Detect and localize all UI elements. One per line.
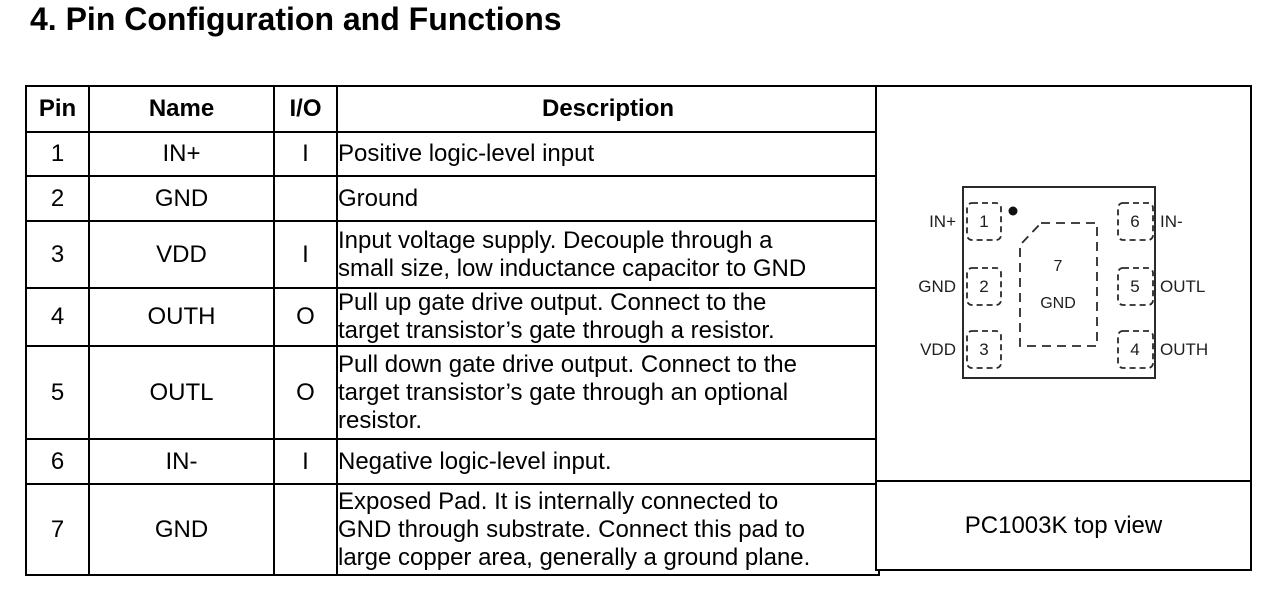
pin-signal-label: OUTH — [1160, 340, 1208, 359]
pin-io: I — [273, 131, 338, 177]
pin-description: Negative logic-level input. — [336, 438, 880, 485]
pin-description: Positive logic-level input — [336, 131, 880, 177]
pin-io — [273, 483, 338, 576]
chip-top-view-drawing: 1 2 3 6 5 4 IN+ GND VDD IN- OUTL OUTH 7 … — [918, 186, 1208, 379]
pin-name: OUTL — [88, 345, 275, 440]
pin1-indicator-dot — [1008, 206, 1018, 216]
pin-number: 2 — [25, 175, 90, 222]
pin-number-label: 6 — [1130, 212, 1139, 231]
pin-pad-1 — [966, 202, 1002, 241]
col-header-pin: Pin — [25, 85, 90, 133]
table-row: 7 GND Exposed Pad. It is internally conn… — [25, 483, 880, 576]
pin-signal-label: IN+ — [929, 212, 956, 231]
pin-name: GND — [88, 175, 275, 222]
exposed-pad-number: 7 — [1054, 258, 1063, 275]
pin-pad-6 — [1117, 202, 1154, 241]
table-row: 1 IN+ I Positive logic-level input — [25, 131, 880, 177]
table-row: 3 VDD I Input voltage supply. Decouple t… — [25, 220, 880, 289]
pin-pad-3 — [966, 330, 1002, 369]
table-header-row: Pin Name I/O Description — [25, 85, 880, 133]
table-row: 4 OUTH O Pull up gate drive output. Conn… — [25, 287, 880, 347]
chip-outline — [962, 186, 1156, 379]
pin-name: GND — [88, 483, 275, 576]
diagram-caption: PC1003K top view — [964, 511, 1163, 539]
pin-number: 3 — [25, 220, 90, 289]
pin-number-label: 3 — [979, 340, 988, 359]
pin-io — [273, 175, 338, 222]
pin-number: 5 — [25, 345, 90, 440]
pin-diagram-panel: 1 2 3 6 5 4 IN+ GND VDD IN- OUTL OUTH 7 … — [875, 85, 1252, 571]
pin-signal-label: VDD — [920, 340, 956, 359]
pin-name: IN+ — [88, 131, 275, 177]
pin-description: Ground — [336, 175, 880, 222]
pin-pad-5 — [1117, 267, 1154, 306]
pin-number-label: 2 — [979, 277, 988, 296]
table-row: 6 IN- I Negative logic-level input. — [25, 438, 880, 485]
exposed-pad-outline — [1019, 222, 1098, 347]
pin-signal-label: IN- — [1160, 212, 1183, 231]
pin-number: 6 — [25, 438, 90, 485]
pin-io: O — [273, 345, 338, 440]
page-title: 4. Pin Configuration and Functions — [30, 1, 562, 37]
pin-number-label: 1 — [979, 212, 988, 231]
pin-name: VDD — [88, 220, 275, 289]
col-header-name: Name — [88, 85, 275, 133]
pin-description: Input voltage supply. Decouple through a… — [336, 220, 880, 289]
pin-number-label: 5 — [1130, 277, 1139, 296]
chip-diagram: 1 2 3 6 5 4 IN+ GND VDD IN- OUTL OUTH 7 … — [877, 87, 1250, 480]
pin-number: 7 — [25, 483, 90, 576]
table-row: 5 OUTL O Pull down gate drive output. Co… — [25, 345, 880, 440]
pin-signal-label: GND — [918, 277, 956, 296]
exposed-pad-label: GND — [1040, 295, 1076, 312]
col-header-io: I/O — [273, 85, 338, 133]
pin-pad-2 — [966, 267, 1002, 306]
pin-number-label: 4 — [1130, 340, 1139, 359]
pin-io: I — [273, 438, 338, 485]
pin-name: OUTH — [88, 287, 275, 347]
col-header-description: Description — [336, 85, 880, 133]
pin-io: I — [273, 220, 338, 289]
pin-description: Pull up gate drive output. Connect to th… — [336, 287, 880, 347]
pin-signal-label: OUTL — [1160, 277, 1205, 296]
pin-number: 1 — [25, 131, 90, 177]
pin-pad-4 — [1117, 330, 1154, 369]
pin-number: 4 — [25, 287, 90, 347]
table-row: 2 GND Ground — [25, 175, 880, 222]
pin-description: Exposed Pad. It is internally connected … — [336, 483, 880, 576]
pin-description: Pull down gate drive output. Connect to … — [336, 345, 880, 440]
pin-function-table: Pin Name I/O Description 1 IN+ I Positiv… — [25, 85, 880, 576]
diagram-caption-cell: PC1003K top view — [877, 480, 1250, 569]
pin-io: O — [273, 287, 338, 347]
pin-name: IN- — [88, 438, 275, 485]
